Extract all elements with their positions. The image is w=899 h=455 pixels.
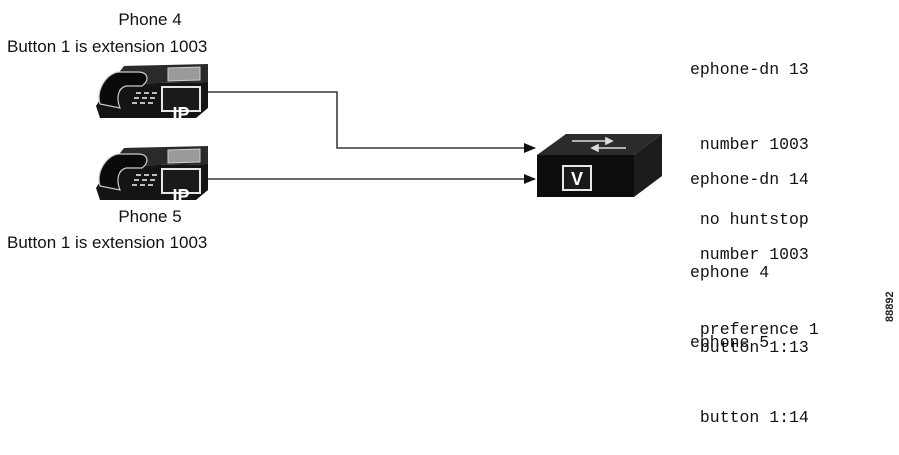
config-line: ephone-dn 14 (690, 167, 819, 192)
phone5-ip-badge: IP (172, 186, 189, 206)
config-ephone-5: ephone 5 button 1:14 (690, 280, 809, 455)
router-label: V (571, 169, 583, 189)
figure-id: 88892 (884, 282, 898, 324)
config-line: ephone 5 (690, 330, 809, 355)
ip-phone-icon (96, 64, 208, 118)
figure-id-text: 88892 (884, 291, 896, 322)
config-line: ephone-dn 13 (690, 57, 809, 82)
phone4-connection-arrow (208, 92, 535, 148)
ip-phone-icon (96, 146, 208, 200)
phone4-ip-badge: IP (172, 104, 189, 124)
voice-router-icon (537, 134, 662, 197)
config-line: button 1:14 (690, 405, 809, 430)
